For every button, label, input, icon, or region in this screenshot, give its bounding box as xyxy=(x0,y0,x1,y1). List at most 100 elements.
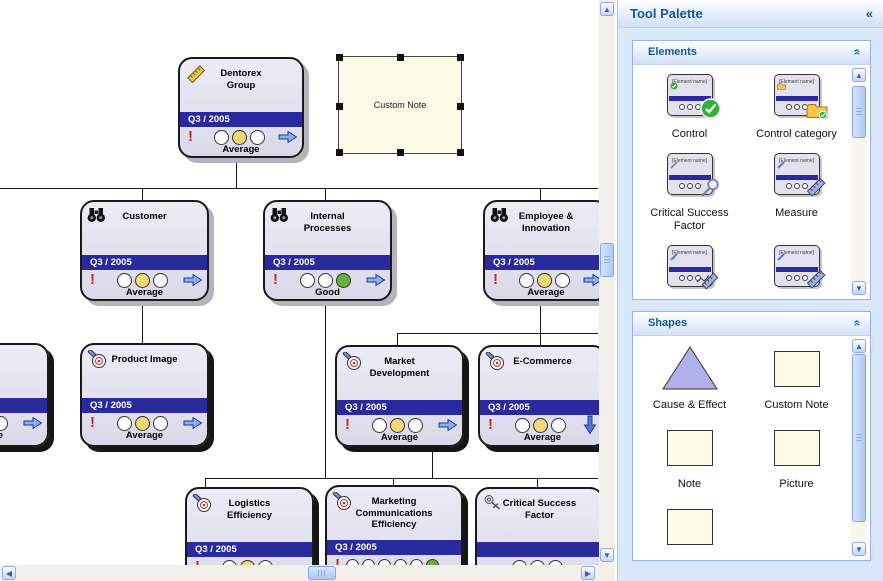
connector-line xyxy=(540,297,541,345)
scroll-right-button[interactable]: ▶ xyxy=(581,566,595,580)
collapse-group-icon[interactable]: « xyxy=(850,319,865,327)
check-badge-icon xyxy=(699,98,721,124)
ruler-badge-icon xyxy=(804,268,828,295)
selection-handle[interactable] xyxy=(397,54,404,61)
connector-line xyxy=(325,188,326,200)
palette-item-control[interactable]: [Element name]Control xyxy=(636,74,743,141)
scroll-down-button[interactable]: ▼ xyxy=(852,281,866,295)
shapes-scrollbar[interactable]: ▲▼ xyxy=(851,338,867,557)
selection-handle[interactable] xyxy=(336,54,343,61)
partial-card-icon: [Element name] xyxy=(773,245,826,295)
folder-badge-icon xyxy=(806,102,828,124)
period-banner: Q3 / 2005 xyxy=(82,255,207,270)
collapse-panel-icon[interactable]: « xyxy=(865,6,873,21)
palette-item-note[interactable]: Note xyxy=(636,424,743,491)
scroll-left-button[interactable]: ◀ xyxy=(2,566,16,580)
connector-line xyxy=(537,478,538,487)
status-dots xyxy=(357,416,438,435)
status-dots xyxy=(102,414,183,433)
status-label: Average xyxy=(222,144,260,155)
palette-item-critical-success-factor[interactable]: [Element name]Critical Success Factor xyxy=(636,153,743,233)
target-icon xyxy=(332,491,354,512)
drilldown-arrow-right-icon[interactable] xyxy=(183,416,203,432)
connector-line xyxy=(325,297,326,478)
alert-exclamation-icon: ! xyxy=(90,414,95,431)
drilldown-arrow-down-icon[interactable] xyxy=(581,415,597,435)
scroll-thumb[interactable] xyxy=(852,86,866,138)
status-dot-white xyxy=(345,559,359,565)
palette-item-partial[interactable]: [Element name] xyxy=(743,245,850,298)
status-dot-white xyxy=(117,416,132,431)
selection-handle[interactable] xyxy=(397,149,404,156)
ruler-icon xyxy=(185,64,207,84)
scroll-down-button[interactable]: ▼ xyxy=(600,548,614,562)
scroll-down-button[interactable]: ▼ xyxy=(852,542,866,556)
drilldown-arrow-right-icon[interactable] xyxy=(278,130,298,146)
period-banner xyxy=(0,398,47,413)
status-dots xyxy=(102,271,183,290)
palette-item-measure[interactable]: [Element name]Measure xyxy=(743,153,850,233)
status-dot-yellow xyxy=(536,273,552,288)
palette-item-label: Critical Success Factor xyxy=(650,207,729,232)
drilldown-arrow-right-icon[interactable] xyxy=(366,273,386,289)
custom-note-shape[interactable]: Custom Note xyxy=(336,54,464,156)
collapse-group-icon[interactable]: « xyxy=(850,48,865,56)
selection-handle[interactable] xyxy=(457,54,464,61)
drilldown-arrow-right-icon[interactable] xyxy=(583,273,599,289)
canvas-vertical-scrollbar[interactable]: ▲ ▼ xyxy=(599,0,615,565)
scroll-up-button[interactable]: ▲ xyxy=(600,2,614,16)
scroll-up-button[interactable]: ▲ xyxy=(852,339,866,353)
key-icon xyxy=(482,494,504,514)
palette-item-custom-note[interactable]: Custom Note xyxy=(743,345,850,412)
selection-handle[interactable] xyxy=(457,149,464,156)
drilldown-arrow-right-icon[interactable] xyxy=(183,273,203,289)
vertical-scroll-thumb[interactable] xyxy=(600,243,614,277)
palette-item-label: Note xyxy=(677,478,702,490)
palette-item-partial[interactable]: [Element name] xyxy=(636,245,743,298)
scroll-thumb[interactable] xyxy=(852,354,866,522)
period-banner: Q3 / 2005 xyxy=(187,542,312,557)
palette-item-cause-effect[interactable]: Cause & Effect xyxy=(636,345,743,412)
scroll-up-button[interactable]: ▲ xyxy=(852,68,866,82)
palette-item-control-category[interactable]: [Element name]Control category xyxy=(743,74,850,141)
period-banner: Q3 / 2005 xyxy=(337,400,462,415)
canvas-horizontal-scrollbar[interactable]: ◀ ▶ xyxy=(0,565,599,581)
alert-exclamation-icon: ! xyxy=(345,416,350,433)
horizontal-scroll-thumb[interactable] xyxy=(308,566,336,580)
status-label: Average xyxy=(0,430,4,441)
status-label: Average xyxy=(523,432,562,443)
status-dot-white xyxy=(409,559,423,565)
selection-handle[interactable] xyxy=(457,103,464,110)
picture-rect-icon xyxy=(773,424,820,474)
connector-line xyxy=(142,188,143,200)
palette-item-partial[interactable] xyxy=(636,503,743,557)
connector-line xyxy=(236,154,237,188)
alert-exclamation-icon: ! xyxy=(273,271,278,288)
drilldown-arrow-right-icon[interactable] xyxy=(23,416,43,432)
tool-palette-titlebar: Tool Palette « xyxy=(618,0,883,28)
node-title: Employee &Innovation xyxy=(518,211,574,234)
period-banner: Q3 / 2005 xyxy=(180,112,302,127)
selection-handle[interactable] xyxy=(336,103,343,110)
selection-handle[interactable] xyxy=(336,149,343,156)
connector-line xyxy=(205,478,206,487)
status-dots xyxy=(345,556,439,565)
drilldown-arrow-right-icon[interactable] xyxy=(438,418,458,434)
elements-scrollbar[interactable]: ▲▼ xyxy=(851,67,867,296)
status-dot-white xyxy=(408,418,423,433)
palette-item-picture[interactable]: Picture xyxy=(743,424,850,491)
bsc-node-offscreen-left-node[interactable]: !Average xyxy=(0,343,49,447)
status-dot-white xyxy=(361,559,375,565)
